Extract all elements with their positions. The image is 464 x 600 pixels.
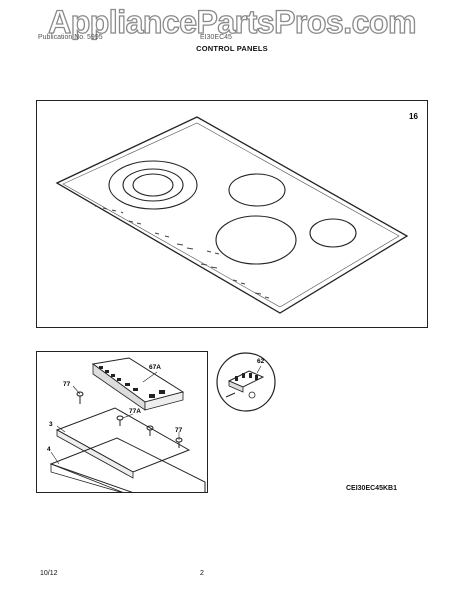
callout-67a: 67A: [149, 364, 161, 371]
footer-page-number: 2: [200, 570, 204, 577]
publication-number: Publication No. 5995: [38, 34, 103, 41]
control-board-drawing: 67A 77 77A 77 3 4: [47, 357, 206, 492]
touch-control-markings: [94, 205, 270, 299]
knob-strip-side: [228, 380, 244, 393]
detail-washer: [248, 391, 256, 399]
callout-3: 3: [49, 421, 53, 428]
cooktop-panel: 16: [36, 100, 428, 328]
callout-16: 16: [409, 112, 418, 121]
detail-inset: 62: [215, 351, 277, 413]
mounting-bracket-edge: [56, 429, 134, 479]
model-number: EI30EC45: [200, 34, 232, 41]
burner-rear-right: [228, 173, 286, 207]
diagram-model-code: CEI30EC45KB1: [346, 485, 397, 492]
burner-front-right: [309, 218, 357, 248]
leader-lines: [50, 371, 180, 465]
callout-77a: 77A: [129, 408, 141, 415]
detail-screw: [225, 392, 236, 398]
control-board-panel: 67A 77 77A 77 3 4: [36, 351, 208, 493]
callout-62: 62: [257, 358, 265, 365]
footer-date: 10/12: [40, 570, 58, 577]
watermark-logo: AppliancePartsPros.com: [47, 3, 417, 40]
burner-triple-inner: [132, 173, 174, 197]
burner-front-large: [215, 215, 297, 265]
cooktop-drawing: 16: [55, 112, 418, 314]
burner-triple-mid: [122, 168, 184, 202]
callout-77-right: 77: [175, 427, 183, 434]
bottom-tray-side: [50, 463, 124, 492]
callout-4: 4: [47, 446, 51, 453]
detail-drawing: 62: [216, 352, 276, 412]
detail-leader: [256, 365, 262, 374]
bottom-tray: [49, 437, 206, 492]
board-components: [99, 366, 165, 398]
cooktop-glass-outline: [55, 116, 409, 314]
section-title: CONTROL PANELS: [196, 44, 268, 53]
control-board-front: [144, 391, 184, 411]
knob-strip-teeth: [235, 373, 258, 381]
page-header: Publication No. 5995 EI30EC45: [0, 34, 464, 46]
burner-triple-outer: [108, 160, 198, 210]
cooktop-glass-inner-edge: [62, 122, 400, 308]
callout-77-left: 77: [63, 381, 71, 388]
